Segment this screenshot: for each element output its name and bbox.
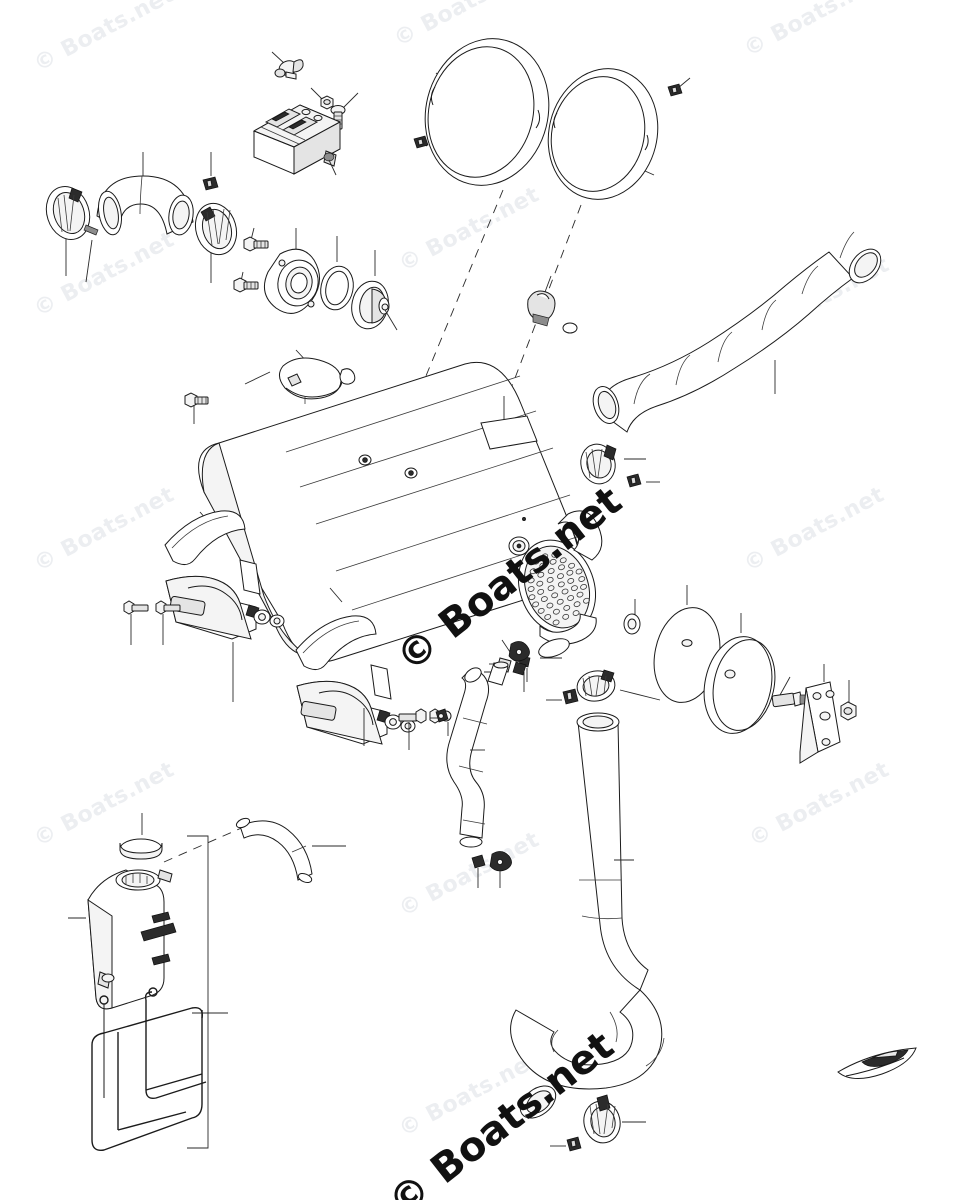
- exhaust-hose-clip-icon: [627, 474, 641, 487]
- bolt-upper-icon: [244, 237, 268, 251]
- rubber-strap-upper-icon: [165, 511, 245, 565]
- relay-block-icon: [254, 105, 340, 174]
- exhaust-riser-group: [511, 668, 664, 1151]
- washer-small-icon: [624, 614, 640, 634]
- bend-nut-icon: [436, 709, 448, 722]
- saddle-bolt-a: [124, 601, 148, 614]
- disc-plate-front-icon: [696, 630, 783, 740]
- relief-valve-icon: [528, 291, 555, 326]
- rubber-elbow-hose-icon: [95, 176, 195, 237]
- small-bend-hose-group: [430, 641, 562, 888]
- bend-sleeve-icon: [488, 662, 508, 685]
- saddle-bolt-c: [399, 709, 426, 723]
- o-ring-small-icon: [535, 57, 672, 211]
- gasket-ring-icon: [317, 263, 357, 313]
- riser-pipe-icon: [577, 713, 648, 990]
- hex-plug-icon: [185, 393, 208, 407]
- disc-plate-rear-icon: [646, 601, 729, 708]
- relief-valve-group: [528, 276, 577, 333]
- exchanger-body-icon: [199, 362, 580, 661]
- bend-fitting-top-icon: [509, 641, 530, 660]
- bend-fitting-bottom-icon: [490, 851, 512, 870]
- bolt-lower-icon: [234, 278, 258, 292]
- coolant-reservoir-group: [68, 813, 346, 1150]
- wire-bracket-icon: [92, 988, 206, 1150]
- ribbed-exhaust-hose-group: [577, 232, 888, 488]
- zinc-discs-group: [624, 585, 856, 763]
- bracket-nut-icon: [841, 702, 856, 720]
- wing-nut-terminal-icon: [275, 59, 303, 79]
- intake-elbow-group: [40, 152, 243, 283]
- elbow-clip-icon: [203, 177, 218, 190]
- angle-bracket-icon: [800, 682, 840, 763]
- saddle-bolt-b: [156, 601, 180, 614]
- housing-flange-icon: [264, 249, 322, 313]
- drain-plug-icon: [509, 537, 529, 555]
- boat-logo-group: [838, 1048, 916, 1079]
- relay-block-group: [254, 52, 358, 175]
- reservoir-tank-icon: [88, 870, 176, 1009]
- clamp-pin-icon: [84, 225, 98, 235]
- outlet-neck-lower-icon: [536, 614, 596, 661]
- exhaust-elbow-hose-icon: [511, 990, 664, 1125]
- ring-clip-left-icon: [414, 136, 428, 148]
- end-cap-cover-icon: [279, 358, 342, 404]
- rubber-strap-lower-icon: [296, 616, 376, 670]
- bend-hose-icon: [447, 665, 489, 847]
- elbow-clip-icon: [567, 1137, 581, 1151]
- hose-clamp-right-icon: [190, 198, 243, 259]
- heat-exchanger-group: [185, 350, 608, 682]
- ribbed-hose-icon: [589, 232, 887, 432]
- nameplate-icon: [481, 416, 537, 449]
- thermostat-housing-group: [234, 228, 397, 332]
- boat-silhouette-icon: [838, 1048, 916, 1079]
- hose-clamp-left-icon: [40, 181, 97, 245]
- saddle-bracket-lower-icon: [297, 665, 415, 744]
- hex-nut-icon: [321, 96, 333, 109]
- tube-core-face-icon: [506, 529, 608, 645]
- mounting-saddles-group: [124, 511, 451, 750]
- sealing-rings-group: [410, 25, 690, 420]
- bend-plug-icon: [513, 662, 526, 675]
- ring-clip-right-icon: [668, 84, 682, 96]
- stud-bolt-icon: [772, 692, 808, 707]
- o-ring-large-icon: [410, 25, 564, 198]
- riser-clip-icon: [563, 689, 578, 704]
- thermostat-icon: [347, 278, 392, 332]
- exhaust-hose-clamp-icon: [577, 440, 620, 487]
- reservoir-cap-icon: [120, 839, 162, 859]
- riser-clamp-icon: [575, 668, 618, 704]
- bend-clip-bottom-icon: [472, 855, 485, 868]
- overflow-hose-icon: [235, 816, 313, 884]
- elbow-clamp-icon: [580, 1095, 624, 1146]
- outlet-neck-upper-icon: [558, 511, 602, 560]
